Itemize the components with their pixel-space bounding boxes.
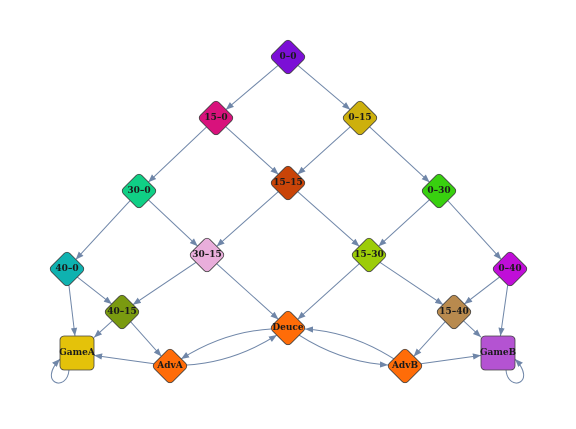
edge-n1540-to-ngameB xyxy=(462,320,482,338)
edge-ngameA-to-ngameA xyxy=(50,358,70,384)
node-diamond-shape xyxy=(104,294,140,330)
edge-n1530-to-n1540 xyxy=(379,261,444,306)
edge-n040-to-n1540 xyxy=(463,276,501,305)
edge-n1530-to-ndeuce xyxy=(297,263,360,320)
node-label: GameA xyxy=(59,348,96,358)
node-n1540: 15–40 xyxy=(436,294,472,330)
edge-n4015-to-ngameA xyxy=(93,320,113,338)
node-label: 0–0 xyxy=(279,52,296,62)
node-square-shape xyxy=(59,335,95,371)
node-n1530: 15–30 xyxy=(351,237,387,273)
edge-ndeuce-to-nadvB xyxy=(298,334,389,368)
node-label: 0–30 xyxy=(427,186,450,196)
edge-n030-to-n040 xyxy=(447,200,502,260)
node-label: 40–15 xyxy=(107,307,137,317)
edge-n1515-to-n1530 xyxy=(297,191,360,247)
node-n400: 40–0 xyxy=(49,251,85,287)
node-label: AdvA xyxy=(156,361,184,371)
node-diamond-shape xyxy=(270,310,306,346)
edge-ndeuce-to-nadvA xyxy=(180,328,272,360)
edge-n300-to-n3015 xyxy=(147,199,199,247)
node-diamond-shape xyxy=(198,100,234,136)
node-label: AdvB xyxy=(391,361,419,371)
edge-n00-to-n015 xyxy=(297,64,351,111)
edge-n150-to-n1515 xyxy=(225,126,279,175)
edge-n3015-to-ndeuce xyxy=(216,263,279,320)
edge-n300-to-n400 xyxy=(75,200,131,260)
node-n030: 0–30 xyxy=(421,173,457,209)
edge-nadvB-to-ngameB xyxy=(420,353,482,365)
node-label: 0–15 xyxy=(348,113,371,123)
edge-n400-to-ngameA xyxy=(68,285,78,337)
edge-nadvA-to-ndeuce xyxy=(186,334,278,366)
edges-layer xyxy=(50,64,525,384)
edge-n040-to-ngameB xyxy=(498,284,509,337)
node-label: GameB xyxy=(480,348,517,358)
node-diamond-shape xyxy=(270,39,306,75)
edge-ngameB-to-ngameB xyxy=(505,358,525,384)
node-label: 40–0 xyxy=(55,264,78,274)
edge-n015-to-n1515 xyxy=(297,126,351,175)
edge-nadvB-to-ndeuce xyxy=(304,326,395,360)
node-n150: 15–0 xyxy=(198,100,234,136)
edge-n1515-to-n3015 xyxy=(216,191,279,247)
edge-nadvA-to-ngameA xyxy=(93,353,155,365)
node-label: 15–0 xyxy=(204,113,227,123)
node-diamond-shape xyxy=(436,294,472,330)
node-nadvA: AdvA xyxy=(152,348,188,384)
node-diamond-shape xyxy=(152,348,188,384)
edge-n00-to-n150 xyxy=(225,64,279,111)
edge-n400-to-n4015 xyxy=(76,276,113,305)
node-diamond-shape xyxy=(189,237,225,273)
edge-n015-to-n030 xyxy=(369,126,430,183)
node-diamond-shape xyxy=(351,237,387,273)
node-n3015: 30–15 xyxy=(189,237,225,273)
node-ngameA: GameA xyxy=(59,335,96,371)
node-diamond-shape xyxy=(492,251,528,287)
node-n015: 0–15 xyxy=(342,100,378,136)
node-label: 15–40 xyxy=(439,307,469,317)
node-diamond-shape xyxy=(49,251,85,287)
node-ndeuce: Deuce xyxy=(270,310,306,346)
edge-n1540-to-nadvB xyxy=(413,321,446,357)
edge-n3015-to-n4015 xyxy=(132,261,197,306)
node-n4015: 40–15 xyxy=(104,294,140,330)
node-ngameB: GameB xyxy=(480,335,517,371)
node-label: 15–30 xyxy=(354,250,384,260)
node-n1515: 15–15 xyxy=(270,165,306,201)
node-label: 30–0 xyxy=(127,186,150,196)
node-label: 15–15 xyxy=(273,178,303,188)
node-diamond-shape xyxy=(421,173,457,209)
nodes-layer: 0–0 15–0 0–15 30–0 15–15 0–30 40–0 30–15 15–30 0–… xyxy=(49,39,528,384)
node-diamond-shape xyxy=(270,165,306,201)
node-n040: 0–40 xyxy=(492,251,528,287)
node-square-shape xyxy=(480,335,516,371)
node-n300: 30–0 xyxy=(121,173,157,209)
node-diamond-shape xyxy=(387,348,423,384)
node-label: 0–40 xyxy=(498,264,521,274)
node-label: 30–15 xyxy=(192,250,222,260)
node-diamond-shape xyxy=(121,173,157,209)
edge-n150-to-n300 xyxy=(147,126,208,183)
edge-n030-to-n1530 xyxy=(378,199,430,247)
node-diamond-shape xyxy=(342,100,378,136)
node-nadvB: AdvB xyxy=(387,348,423,384)
node-label: Deuce xyxy=(272,323,304,333)
node-n00: 0–0 xyxy=(270,39,306,75)
edge-n4015-to-nadvA xyxy=(130,321,162,357)
